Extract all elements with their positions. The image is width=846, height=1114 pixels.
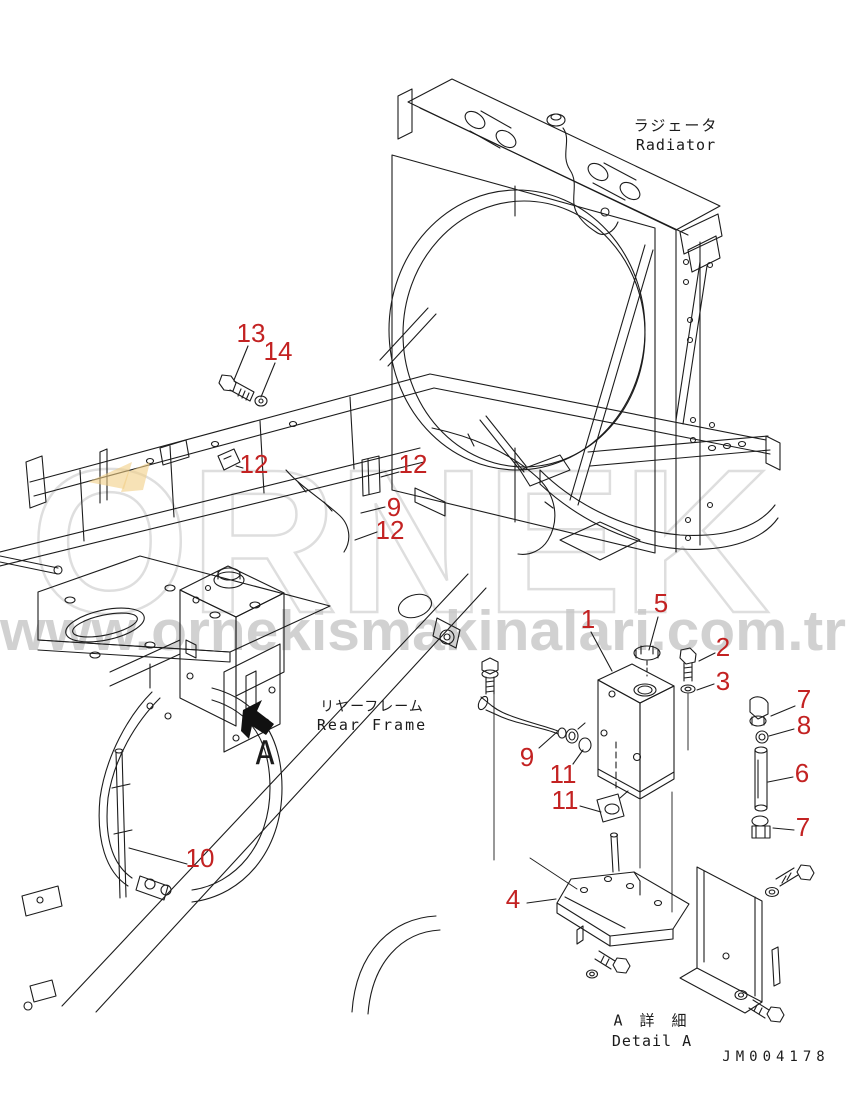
view-direction-arrow [241,700,274,739]
drawing-number: JM004178 [722,1049,830,1065]
radiator-drawing [379,78,723,561]
rear-frame-label-jp: リヤーフレーム [320,699,424,715]
detail-a-label-en: Detail A [611,1032,693,1050]
detail-a-drawing [477,645,815,1023]
watermark-url-text: www.ornekismakinalari.com.tr [0,599,846,663]
radiator-label-jp: ラジェータ [633,116,719,135]
leader-lines [128,345,796,904]
highlight-arrow [88,462,150,492]
watermark: ORNEK www.ornekismakinalari.com.tr [0,426,846,663]
rear-frame-label-en: Rear Frame [316,716,428,734]
rear-frame-drawing [0,373,781,1015]
detail-a-label-jp: A 詳 細 [613,1011,691,1030]
radiator-label-en: Radiator [635,136,717,154]
view-arrow-letter: A [255,733,275,773]
